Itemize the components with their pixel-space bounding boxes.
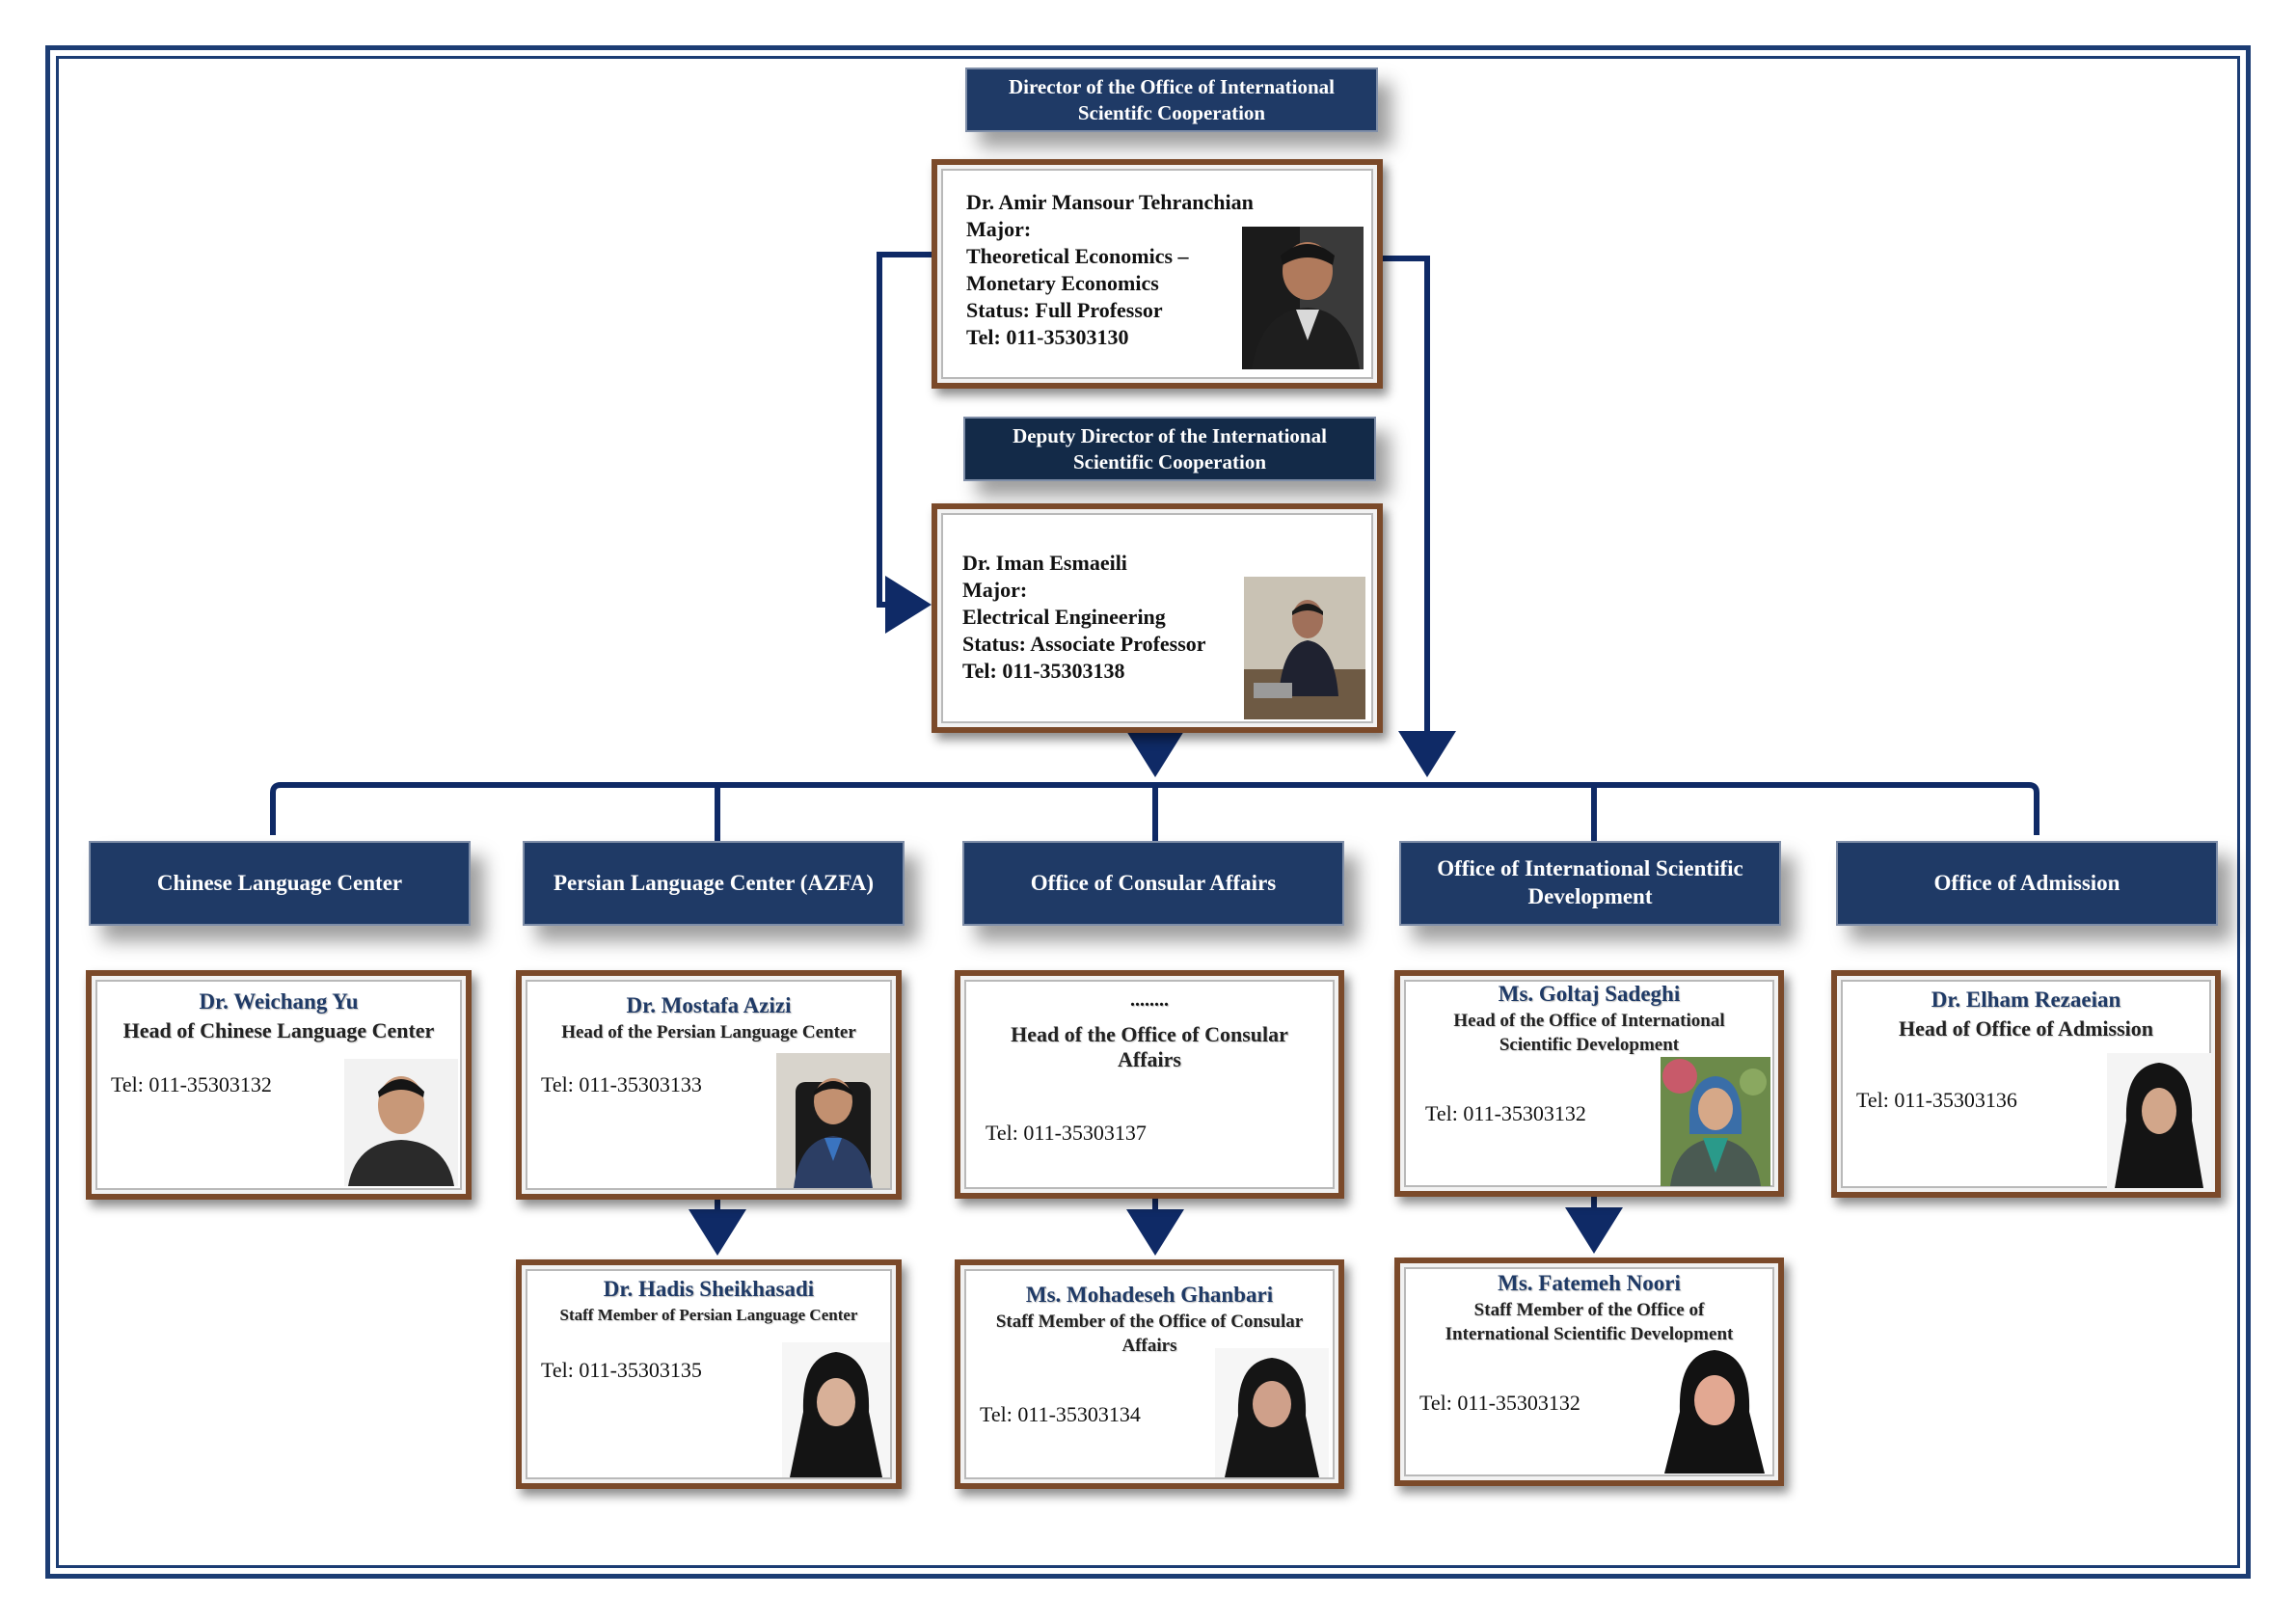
development-head-photo — [1661, 1057, 1770, 1186]
development-staff-name: Ms. Fatemeh Noori — [1400, 1271, 1778, 1296]
development-head-role: Head of the Office of International Scie… — [1412, 1009, 1767, 1057]
persian-head-photo — [776, 1053, 890, 1188]
director-to-bus-line — [1379, 258, 1427, 771]
deputy-details: Dr. Iman Esmaeili Major: Electrical Engi… — [962, 550, 1206, 685]
development-staff-role: Staff Member of the Office of Internatio… — [1412, 1298, 1767, 1346]
department-title-development: Office of International Scientific Devel… — [1399, 841, 1781, 926]
consular-head-card: ........ Head of the Office of Consular … — [955, 970, 1344, 1199]
director-details: Dr. Amir Mansour Tehranchian Major: Theo… — [966, 189, 1254, 351]
consular-head-name: ........ — [960, 989, 1338, 1012]
chinese-head-role: Head of Chinese Language Center — [103, 1018, 454, 1043]
consular-staff-card: Ms. Mohadeseh Ghanbari Staff Member of t… — [955, 1259, 1344, 1489]
development-head-card: Ms. Goltaj Sadeghi Head of the Office of… — [1394, 970, 1784, 1197]
persian-head-card: Dr. Mostafa Azizi Head of the Persian La… — [516, 970, 902, 1200]
persian-staff-card: Dr. Hadis Sheikhasadi Staff Member of Pe… — [516, 1259, 902, 1489]
persian-staff-photo — [782, 1342, 890, 1477]
persian-staff-tel: Tel: 011-35303135 — [541, 1358, 702, 1383]
admission-head-name: Dr. Elham Rezaeian — [1837, 987, 2215, 1013]
chinese-head-card: Dr. Weichang Yu Head of Chinese Language… — [86, 970, 472, 1200]
chinese-head-tel: Tel: 011-35303132 — [111, 1072, 272, 1097]
deputy-card: Dr. Iman Esmaeili Major: Electrical Engi… — [932, 503, 1383, 733]
department-title-consular: Office of Consular Affairs — [962, 841, 1344, 926]
persian-head-name: Dr. Mostafa Azizi — [522, 993, 896, 1018]
chinese-head-photo — [344, 1059, 458, 1186]
consular-head-tel: Tel: 011-35303137 — [986, 1121, 1147, 1146]
development-staff-photo — [1659, 1342, 1770, 1474]
department-title-persian: Persian Language Center (AZFA) — [523, 841, 905, 926]
deputy-title: Deputy Director of the International Sci… — [963, 417, 1376, 481]
department-title-chinese: Chinese Language Center — [89, 841, 471, 926]
development-head-tel: Tel: 011-35303132 — [1425, 1101, 1586, 1126]
director-to-deputy-line — [879, 255, 932, 605]
persian-staff-role: Staff Member of Persian Language Center — [533, 1306, 884, 1325]
admission-head-role: Head of Office of Admission — [1849, 1016, 2203, 1041]
development-staff-tel: Tel: 011-35303132 — [1419, 1391, 1580, 1416]
admission-head-card: Dr. Elham Rezaeian Head of Office of Adm… — [1831, 970, 2221, 1198]
persian-head-role: Head of the Persian Language Center — [533, 1022, 884, 1043]
department-title-admission: Office of Admission — [1836, 841, 2218, 926]
persian-head-tel: Tel: 011-35303133 — [541, 1072, 702, 1097]
development-staff-card: Ms. Fatemeh Noori Staff Member of the Of… — [1394, 1258, 1784, 1486]
consular-staff-tel: Tel: 011-35303134 — [980, 1402, 1141, 1427]
admission-head-tel: Tel: 011-35303136 — [1856, 1088, 2017, 1113]
development-head-name: Ms. Goltaj Sadeghi — [1400, 982, 1778, 1007]
chinese-head-name: Dr. Weichang Yu — [92, 989, 466, 1014]
admission-head-photo — [2107, 1053, 2211, 1188]
consular-staff-name: Ms. Mohadeseh Ghanbari — [960, 1283, 1338, 1308]
persian-staff-name: Dr. Hadis Sheikhasadi — [522, 1277, 896, 1302]
director-photo — [1242, 227, 1364, 369]
consular-head-role: Head of the Office of Consular Affairs — [972, 1022, 1327, 1072]
director-card: Dr. Amir Mansour Tehranchian Major: Theo… — [932, 159, 1383, 389]
director-title: Director of the Office of International … — [965, 68, 1378, 132]
consular-staff-photo — [1215, 1348, 1329, 1477]
deputy-photo — [1244, 577, 1365, 719]
